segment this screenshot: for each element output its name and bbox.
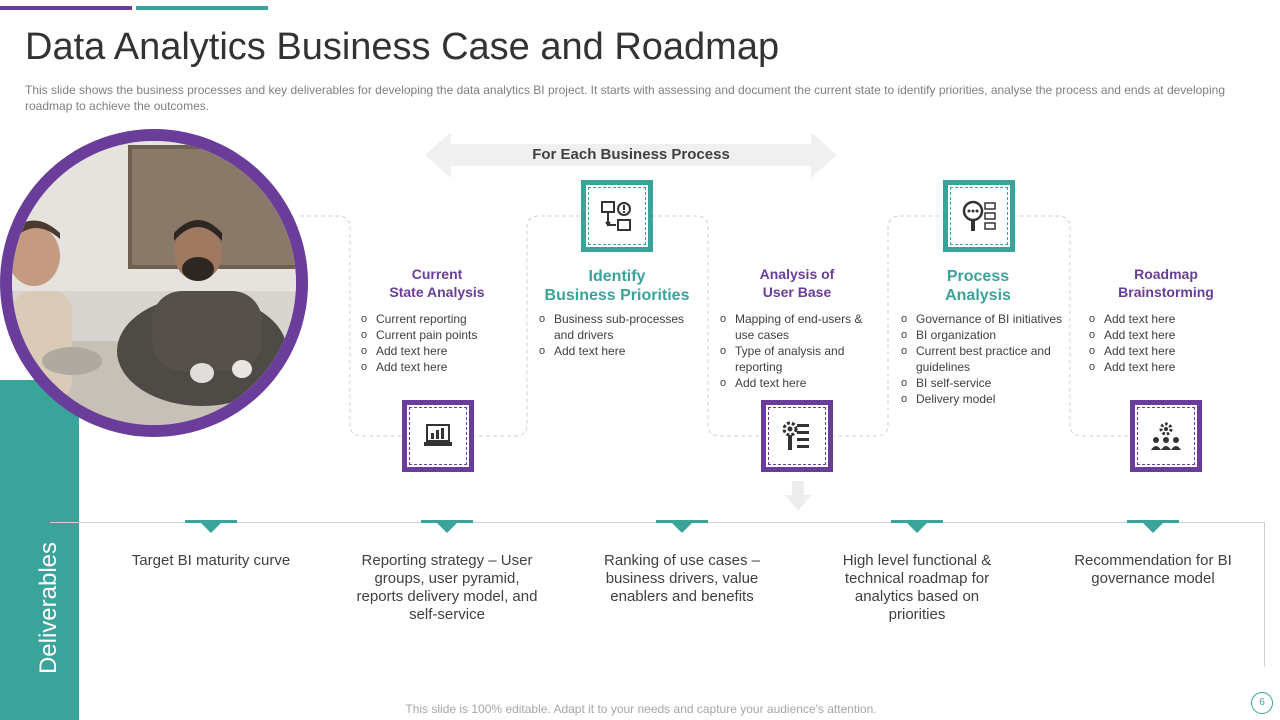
- bullet-item: BI organization: [898, 327, 1063, 343]
- gear-checklist-icon: [782, 421, 809, 450]
- bullet-item: BI self-service: [898, 375, 1063, 391]
- bullet-item: Delivery model: [898, 391, 1063, 407]
- bullet-item: Type of analysis and reporting: [717, 343, 877, 375]
- step-4-bullets: Governance of BI initiatives BI organiza…: [898, 311, 1063, 407]
- step-4-icon-box: [943, 180, 1015, 252]
- down-arrow-icon: [785, 481, 811, 511]
- bullet-item: Current best practice and guidelines: [898, 343, 1063, 375]
- bullet-item: Add text here: [536, 343, 696, 359]
- bullet-item: Add text here: [1086, 359, 1246, 375]
- top-accent-teal: [136, 6, 268, 10]
- deliverable-marker: [656, 520, 708, 533]
- bullet-item: Add text here: [717, 375, 877, 391]
- deliverables-divider-right: [1264, 522, 1265, 667]
- deliverable-marker: [185, 520, 237, 533]
- step-3-bullets: Mapping of end-users & use cases Type of…: [717, 311, 877, 391]
- laptop-chart-icon: [424, 424, 452, 446]
- bullet-item: Add text here: [1086, 327, 1246, 343]
- step-3-icon-box: [761, 400, 833, 472]
- deliverable-marker: [1127, 520, 1179, 533]
- bullet-item: Mapping of end-users & use cases: [717, 311, 877, 343]
- deliverable-5: Recommendation for BI governance model: [1074, 552, 1232, 587]
- page-subtitle: This slide shows the business processes …: [25, 83, 1225, 113]
- deliverable-4: High level functional & technical roadma…: [842, 552, 992, 623]
- deliverable-2: Reporting strategy – User groups, user p…: [356, 552, 538, 623]
- deliverable-marker: [421, 520, 473, 533]
- deliverables-strip: [0, 380, 79, 720]
- bullet-item: Business sub-processes and drivers: [536, 311, 696, 343]
- footer-note: This slide is 100% editable. Adapt it to…: [405, 702, 877, 716]
- bullet-item: Current pain points: [358, 327, 518, 343]
- decision-flow-icon: [601, 201, 631, 231]
- bullet-item: Add text here: [1086, 343, 1246, 359]
- bullet-item: Add text here: [1086, 311, 1246, 327]
- process-double-arrow: [425, 132, 837, 178]
- process-label: For Each Business Process: [532, 146, 730, 163]
- deliverable-3: Ranking of use cases – business drivers,…: [604, 552, 760, 605]
- deliverable-marker: [891, 520, 943, 533]
- page-number: 6: [1251, 692, 1273, 714]
- step-1-bullets: Current reporting Current pain points Ad…: [358, 311, 518, 375]
- step-1-icon-box: [402, 400, 474, 472]
- step-2-bullets: Business sub-processes and drivers Add t…: [536, 311, 696, 359]
- top-accent-purple: [0, 6, 132, 10]
- bullet-item: Add text here: [358, 343, 518, 359]
- bullet-item: Governance of BI initiatives: [898, 311, 1063, 327]
- meeting-photo: [0, 129, 308, 437]
- bullet-item: Add text here: [358, 359, 518, 375]
- gear-team-icon: [1151, 422, 1181, 450]
- step-2-icon-box: [581, 180, 653, 252]
- magnifier-list-icon: [962, 200, 996, 231]
- step-5-bullets: Add text here Add text here Add text her…: [1086, 311, 1246, 375]
- page-title: Data Analytics Business Case and Roadmap: [25, 26, 780, 68]
- bullet-item: Current reporting: [358, 311, 518, 327]
- step-5-icon-box: [1130, 400, 1202, 472]
- deliverable-1: Target BI maturity curve: [131, 552, 291, 569]
